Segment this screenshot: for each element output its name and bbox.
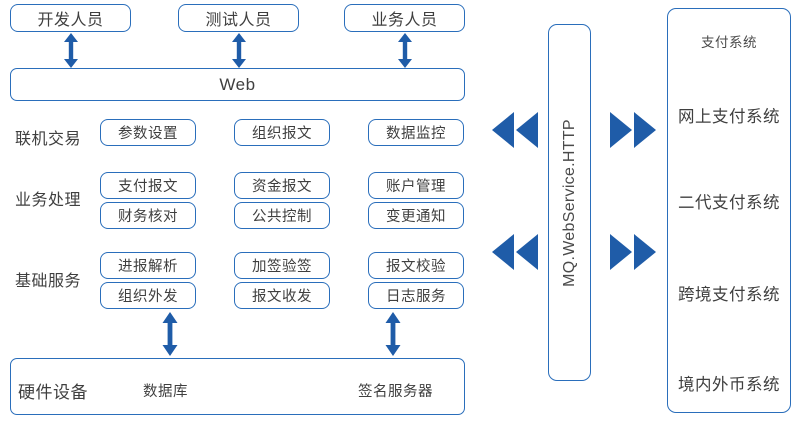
module-box[interactable]: 进报解析 [100, 252, 196, 279]
module-box[interactable]: 变更通知 [368, 202, 464, 229]
module-box[interactable]: 数据监控 [368, 119, 464, 146]
external-system-item[interactable]: 境内外币系统 [678, 376, 780, 394]
arrow-business-web [394, 33, 416, 68]
arrow-services-signature-server [381, 312, 403, 356]
chevron-right-icon-upper [608, 110, 660, 150]
hardware-item-signature-server: 签名服务器 [358, 384, 433, 400]
layer-label-basic-services: 基础服务 [15, 273, 82, 290]
external-system-item[interactable]: 二代支付系统 [678, 194, 780, 212]
external-systems-panel[interactable]: 支付系统 网上支付系统 二代支付系统 跨境支付系统 境内外币系统 [667, 8, 791, 413]
integration-bus[interactable]: MQ.WebService.HTTP [548, 24, 591, 381]
web-layer-bar[interactable]: Web [10, 68, 465, 101]
external-system-item[interactable]: 跨境支付系统 [678, 286, 780, 304]
actor-label: 业务人员 [371, 12, 438, 29]
module-box[interactable]: 加签验签 [234, 252, 330, 279]
external-systems-title: 支付系统 [701, 35, 757, 50]
module-box[interactable]: 报文校验 [368, 252, 464, 279]
chevron-right-icon-lower [608, 232, 660, 272]
module-box[interactable]: 组织报文 [234, 119, 330, 146]
hardware-item-database: 数据库 [143, 384, 188, 400]
actor-box-business[interactable]: 业务人员 [344, 4, 465, 32]
actor-label: 开发人员 [37, 12, 104, 29]
module-box[interactable]: 财务核对 [100, 202, 196, 229]
arrow-developer-web [60, 33, 82, 68]
chevron-left-icon-upper [488, 110, 540, 150]
web-layer-label: Web [219, 74, 256, 94]
module-box[interactable]: 资金报文 [234, 172, 330, 199]
hardware-layer-label: 硬件设备 [18, 383, 88, 402]
module-box[interactable]: 组织外发 [100, 282, 196, 309]
layer-label-business-processing: 业务处理 [15, 192, 82, 209]
actor-box-developer[interactable]: 开发人员 [10, 4, 131, 32]
layer-label-online-transaction: 联机交易 [15, 131, 82, 148]
module-box[interactable]: 支付报文 [100, 172, 196, 199]
arrow-tester-web [228, 33, 250, 68]
integration-bus-label: MQ.WebService.HTTP [560, 118, 578, 287]
external-system-item[interactable]: 网上支付系统 [678, 108, 780, 126]
actor-label: 测试人员 [205, 12, 272, 29]
chevron-left-icon-lower [488, 232, 540, 272]
module-box[interactable]: 账户管理 [368, 172, 464, 199]
module-box[interactable]: 日志服务 [368, 282, 464, 309]
hardware-layer-bar[interactable] [10, 358, 465, 415]
actor-box-tester[interactable]: 测试人员 [178, 4, 299, 32]
module-box[interactable]: 公共控制 [234, 202, 330, 229]
module-box[interactable]: 报文收发 [234, 282, 330, 309]
module-box[interactable]: 参数设置 [100, 119, 196, 146]
arrow-services-database [158, 312, 180, 356]
